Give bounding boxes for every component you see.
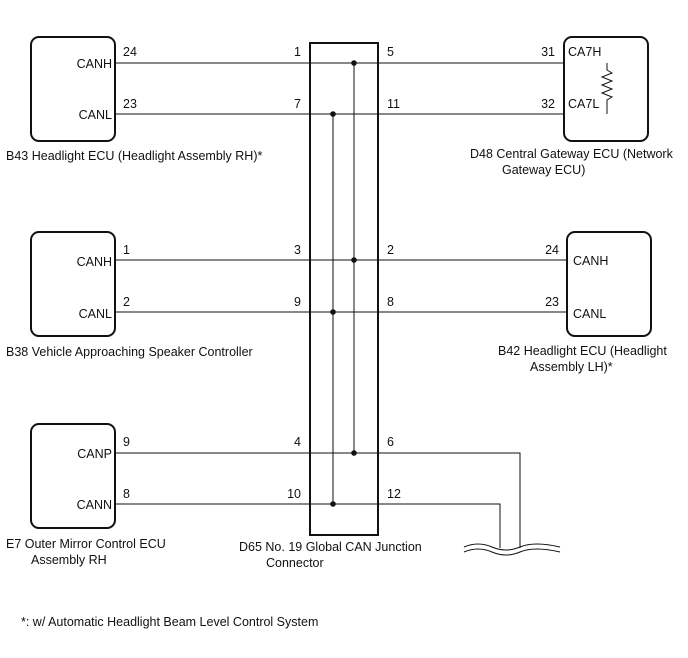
junction-right-pin: 8 bbox=[387, 295, 394, 309]
b38-pin-h-num: 1 bbox=[123, 243, 130, 257]
splice-dot bbox=[351, 257, 357, 263]
footnote: *: w/ Automatic Headlight Beam Level Con… bbox=[21, 615, 318, 629]
b38-pin-h-label: CANH bbox=[77, 255, 112, 269]
junction-connector-box bbox=[309, 42, 379, 536]
junction-left-pin: 1 bbox=[294, 45, 301, 59]
b42-caption-line1: B42 Headlight ECU (Headlight bbox=[498, 344, 667, 358]
b43-pin-h-num: 24 bbox=[123, 45, 137, 59]
b42-box bbox=[566, 231, 652, 337]
b38-box bbox=[30, 231, 116, 337]
resistor-symbol bbox=[600, 63, 614, 114]
junction-right-pin: 11 bbox=[387, 97, 400, 111]
junction-right-pin: 6 bbox=[387, 435, 394, 449]
d48-pin-l-label: CA7L bbox=[568, 97, 599, 111]
b42-pin-h-num: 24 bbox=[545, 243, 559, 257]
wire-cann-bottom bbox=[115, 503, 501, 548]
b42-pin-l-num: 23 bbox=[545, 295, 559, 309]
junction-caption-line2: Connector bbox=[266, 556, 324, 570]
junction-left-pin: 4 bbox=[294, 435, 301, 449]
d48-pin-l-num: 32 bbox=[541, 97, 555, 111]
b43-box bbox=[30, 36, 116, 142]
wire-break-line-2 bbox=[463, 548, 561, 556]
d48-pin-h-num: 31 bbox=[541, 45, 555, 59]
junction-right-pin: 5 bbox=[387, 45, 394, 59]
e7-pin-h-label: CANP bbox=[77, 447, 112, 461]
b43-pin-l-label: CANL bbox=[79, 108, 112, 122]
junction-right-pin: 12 bbox=[387, 487, 401, 501]
d48-caption-line2: Gateway ECU) bbox=[502, 163, 585, 177]
e7-caption-line1: E7 Outer Mirror Control ECU bbox=[6, 537, 166, 551]
splice-dot bbox=[330, 501, 336, 507]
junction-left-pin: 10 bbox=[287, 487, 301, 501]
d48-pin-h-label: CA7H bbox=[568, 45, 601, 59]
b38-pin-l-num: 2 bbox=[123, 295, 130, 309]
junction-right-pin: 2 bbox=[387, 243, 394, 257]
junction-left-pin: 3 bbox=[294, 243, 301, 257]
junction-caption-line1: D65 No. 19 Global CAN Junction bbox=[239, 540, 422, 554]
b42-pin-l-label: CANL bbox=[573, 307, 606, 321]
splice-dot bbox=[351, 450, 357, 456]
e7-pin-l-num: 8 bbox=[123, 487, 130, 501]
wire-canp-bottom bbox=[115, 452, 521, 548]
b42-pin-h-label: CANH bbox=[573, 254, 608, 268]
b43-caption: B43 Headlight ECU (Headlight Assembly RH… bbox=[6, 149, 262, 163]
b42-caption-line2: Assembly LH)* bbox=[530, 360, 613, 374]
e7-caption-line2: Assembly RH bbox=[31, 553, 107, 567]
junction-left-pin: 7 bbox=[294, 97, 301, 111]
b43-pin-h-label: CANH bbox=[77, 57, 112, 71]
b38-pin-l-label: CANL bbox=[79, 307, 112, 321]
d48-caption-line1: D48 Central Gateway ECU (Network bbox=[470, 147, 674, 161]
e7-box bbox=[30, 423, 116, 529]
junction-left-pin: 9 bbox=[294, 295, 301, 309]
e7-pin-l-label: CANN bbox=[77, 498, 112, 512]
splice-dot bbox=[330, 309, 336, 315]
b43-pin-l-num: 23 bbox=[123, 97, 137, 111]
d48-box bbox=[563, 36, 649, 142]
b38-caption: B38 Vehicle Approaching Speaker Controll… bbox=[6, 345, 253, 359]
splice-dot bbox=[330, 111, 336, 117]
e7-pin-h-num: 9 bbox=[123, 435, 130, 449]
wire-break-line-1 bbox=[463, 543, 561, 551]
splice-dot bbox=[351, 60, 357, 66]
